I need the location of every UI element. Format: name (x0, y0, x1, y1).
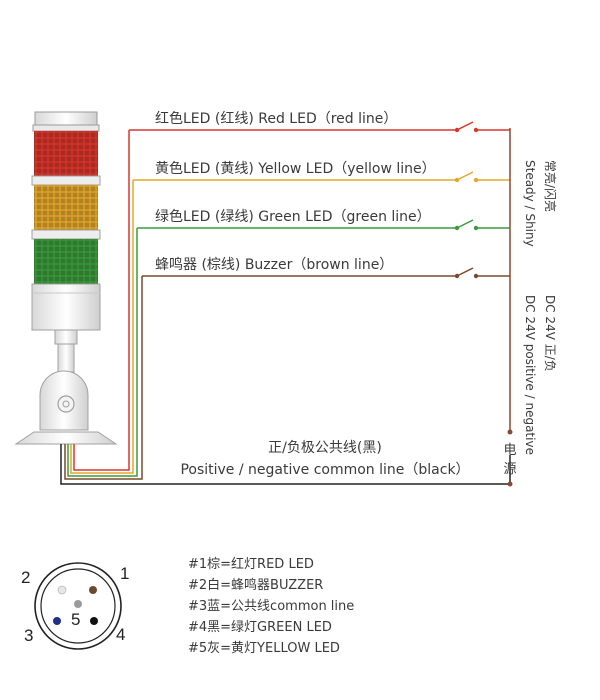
pin-1-dot (89, 586, 97, 594)
yellow-contact-left (454, 177, 460, 183)
power-label-top: 电 (503, 443, 516, 458)
pin-legend-item: #5灰=黄灯YELLOW LED (188, 641, 340, 656)
brown-wire-run (64, 276, 143, 480)
brown-switch (456, 267, 474, 277)
green-contact-left (454, 225, 460, 231)
buzzer-line-label: 蜂鸣器 (棕线) Buzzer（brown line） (155, 256, 393, 273)
pin-5-dot (74, 600, 82, 608)
common-line-label-en: Positive / negative common line（black） (180, 462, 469, 478)
tower-neck (54, 329, 78, 345)
power-terminal-bottom (507, 481, 513, 487)
tower-cap-rim (32, 124, 100, 132)
dc-label-cn: DC 24V 正/负 (543, 295, 557, 372)
tower-divider (31, 175, 101, 186)
green-line-label: 绿色LED (绿线) Green LED（green line） (155, 208, 431, 225)
pin-legend-item: #2白=蜂鸣器BUZZER (188, 577, 323, 593)
connector-pinout: 1 2 3 4 5 (21, 562, 129, 650)
signal-tower (14, 111, 118, 445)
buzzer-segment (31, 283, 101, 331)
pin-legend: #1棕=红灯RED LED #2白=蜂鸣器BUZZER #3蓝=公共线commo… (188, 556, 354, 656)
switch-lines (129, 121, 510, 277)
common-line-label-cn: 正/负极公共线(黑) (268, 440, 382, 456)
pin-3-dot (53, 617, 61, 625)
steady-label-cn: 常亮/闪亮 (543, 160, 558, 212)
power-label-bottom: 源 (503, 462, 516, 477)
green-switch (456, 219, 474, 229)
pin-legend-item: #3蓝=公共线common line (188, 599, 354, 614)
pin-legend-item: #4黑=绿灯GREEN LED (188, 620, 332, 635)
green-wire-run (67, 228, 138, 477)
bracket-screw (57, 395, 75, 413)
yellow-led-texture (34, 185, 98, 230)
bracket-screw-center (62, 400, 70, 408)
green-contact-right (473, 225, 479, 231)
tower-divider (31, 229, 101, 240)
yellow-line-label: 黄色LED (黄线) Yellow LED（yellow line） (155, 160, 436, 177)
cable-bundle (60, 130, 510, 485)
pin-3-number: 3 (24, 626, 33, 645)
pin-2-number: 2 (21, 568, 30, 587)
yellow-switch (456, 171, 474, 181)
red-line-label: 红色LED (红线) Red LED（red line） (155, 110, 397, 127)
brown-contact-left (454, 273, 460, 279)
yellow-contact-right (473, 177, 479, 183)
yellow-wire-run (70, 180, 134, 474)
tower-base (14, 431, 118, 445)
dc-label-en: DC 24V positive / negative (523, 295, 537, 455)
pin-4-number: 4 (116, 625, 125, 644)
pin-2-dot (57, 585, 67, 595)
pin-5-number: 5 (71, 610, 80, 629)
steady-label-en: Steady / Shiny (523, 160, 537, 247)
brown-contact-right (473, 273, 479, 279)
red-wire-run (73, 130, 130, 471)
red-led-texture (34, 131, 98, 176)
red-switch (456, 121, 474, 131)
green-led-texture (34, 239, 98, 284)
common-wire (60, 444, 510, 485)
switch-contacts (454, 127, 479, 279)
red-contact-right (473, 127, 479, 133)
pin-legend-item: #1棕=红灯RED LED (188, 556, 314, 572)
pin-4-dot (90, 617, 98, 625)
tower-cap (34, 111, 98, 127)
tower-pole (57, 343, 75, 373)
power-terminal-top (507, 429, 513, 435)
pin-1-number: 1 (120, 564, 129, 583)
red-contact-left (454, 127, 460, 133)
